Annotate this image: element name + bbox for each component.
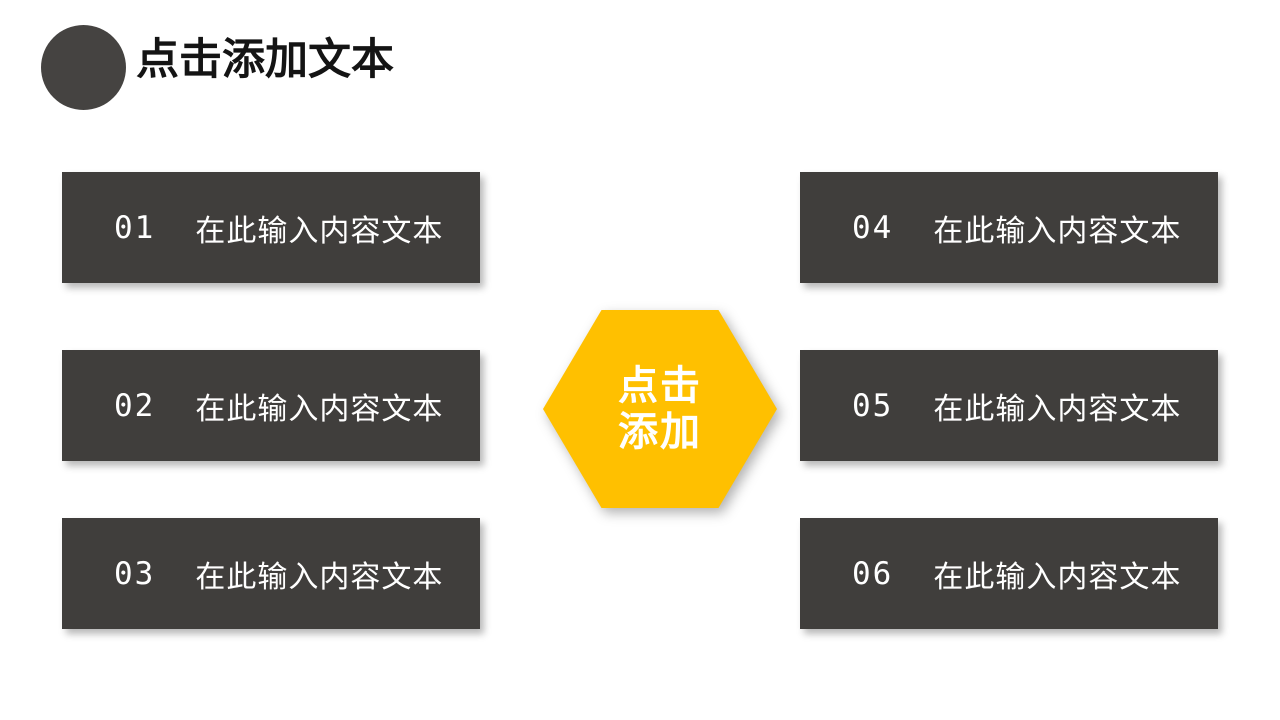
content-box-06[interactable]: 06 在此输入内容文本 <box>800 518 1218 629</box>
content-box-04[interactable]: 04 在此输入内容文本 <box>800 172 1218 283</box>
center-hexagon-wrapper: 点击 添加 <box>543 310 777 508</box>
item-number: 04 <box>852 209 894 246</box>
item-label: 在此输入内容文本 <box>195 213 444 249</box>
content-box-05[interactable]: 05 在此输入内容文本 <box>800 350 1218 461</box>
center-hexagon-button[interactable]: 点击 添加 <box>543 310 777 508</box>
item-label: 在此输入内容文本 <box>933 213 1182 249</box>
title-bullet-circle-icon <box>41 25 126 110</box>
item-number: 05 <box>852 387 894 424</box>
item-number: 02 <box>114 387 156 424</box>
content-box-02[interactable]: 02 在此输入内容文本 <box>62 350 480 461</box>
item-label: 在此输入内容文本 <box>195 391 444 427</box>
item-label: 在此输入内容文本 <box>195 559 444 595</box>
item-number: 03 <box>114 555 156 592</box>
content-box-01[interactable]: 01 在此输入内容文本 <box>62 172 480 283</box>
slide-header: 点击添加文本 <box>0 0 1280 140</box>
content-box-03[interactable]: 03 在此输入内容文本 <box>62 518 480 629</box>
page-title: 点击添加文本 <box>136 35 394 85</box>
item-label: 在此输入内容文本 <box>933 559 1182 595</box>
center-hexagon-line-1: 点击 <box>618 363 702 409</box>
item-number: 01 <box>114 209 156 246</box>
item-label: 在此输入内容文本 <box>933 391 1182 427</box>
item-number: 06 <box>852 555 894 592</box>
center-hexagon-line-2: 添加 <box>618 409 702 455</box>
